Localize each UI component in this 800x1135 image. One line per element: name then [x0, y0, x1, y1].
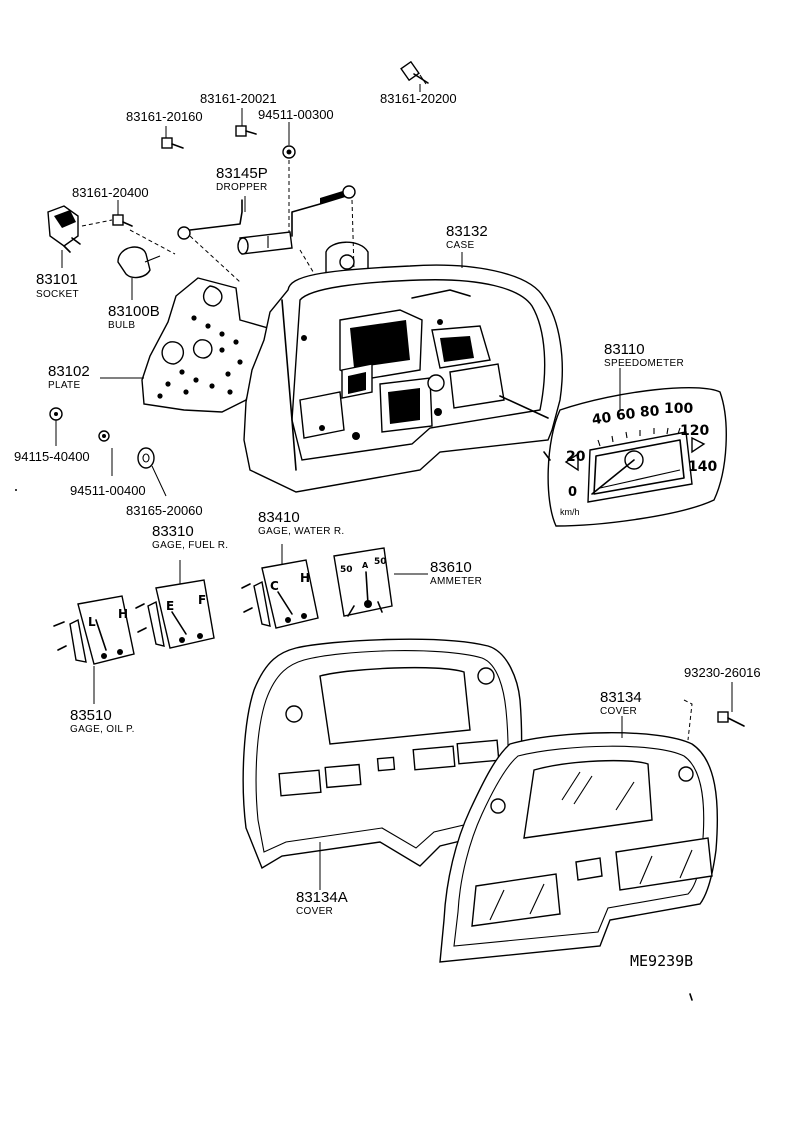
- ammeter-right-mark: 50: [374, 557, 387, 567]
- ammeter-left-mark: 50: [340, 565, 353, 575]
- part-name-gage-water: GAGE, WATER R.: [258, 526, 345, 537]
- washer-94511-00400: [98, 430, 110, 442]
- part-number-93230-26016: 93230-26016: [684, 665, 761, 680]
- gauge-oil-83510: [53, 595, 135, 665]
- cover-83134a: [242, 638, 523, 870]
- dial-mark-120: 120: [680, 423, 710, 439]
- part-name-case: CASE: [446, 240, 475, 251]
- part-number-83310: 83310: [152, 523, 194, 540]
- speedometer-83110: [547, 387, 727, 527]
- bulb-83100b: [117, 246, 161, 279]
- dial-mark-0: 0: [568, 485, 578, 500]
- fuel-gauge-empty: E: [166, 599, 175, 613]
- part-number-83165-20060: 83165-20060: [126, 503, 203, 518]
- dial-unit: km/h: [560, 507, 580, 517]
- part-number-83161-20400: 83161-20400: [72, 185, 149, 200]
- dial-mark-20: 20: [566, 449, 586, 465]
- part-number-83510: 83510: [70, 707, 112, 724]
- part-name-ammeter: AMMETER: [430, 576, 483, 587]
- part-name-gage-oil: GAGE, OIL P.: [70, 724, 135, 735]
- part-name-gage-fuel: GAGE, FUEL R.: [152, 540, 229, 551]
- gauge-fuel-83310: [135, 579, 215, 649]
- part-number-83102: 83102: [48, 363, 90, 380]
- part-number-83145p: 83145P: [216, 165, 268, 182]
- part-number-83161-20160: 83161-20160: [126, 109, 203, 124]
- fuel-gauge-full: F: [198, 593, 207, 607]
- screw-83161-20021: [235, 125, 257, 137]
- screw-83161-20400: [112, 214, 133, 227]
- dial-mark-100: 100: [664, 401, 694, 417]
- nut-94511-00300: [282, 145, 296, 159]
- water-gauge-cold: C: [270, 579, 279, 593]
- cover-83134: [439, 732, 719, 963]
- case-83132: [243, 241, 563, 493]
- dial-mark-40: 40: [590, 409, 613, 429]
- part-name-dropper: DROPPER: [216, 182, 268, 193]
- part-name-bulb: BULB: [108, 320, 136, 331]
- part-number-83610: 83610: [430, 559, 472, 576]
- ammeter-center-mark: A: [362, 561, 369, 570]
- part-name-socket: SOCKET: [36, 289, 79, 300]
- part-name-cover-a: COVER: [296, 906, 334, 917]
- part-number-83134a: 83134A: [296, 889, 348, 906]
- part-name-cover: COVER: [600, 706, 638, 717]
- oil-gauge-high: H: [118, 607, 129, 621]
- part-number-83161-20021: 83161-20021: [200, 91, 277, 106]
- part-number-94511-00400: 94511-00400: [70, 483, 146, 498]
- dial-mark-60: 60: [615, 406, 637, 424]
- socket-83101: [47, 205, 81, 253]
- part-number-83100b: 83100B: [108, 303, 160, 320]
- screw-83161-20160: [161, 137, 184, 149]
- dropper-83145p: [177, 185, 356, 255]
- part-number-94115-40400: 94115-40400: [14, 449, 90, 464]
- part-name-plate: PLATE: [48, 380, 81, 391]
- part-number-83110: 83110: [604, 341, 645, 358]
- oil-gauge-low: L: [88, 615, 96, 629]
- dial-mark-140: 140: [688, 459, 718, 475]
- screw-83161-20200: [400, 60, 429, 85]
- plate-83102: [141, 277, 283, 413]
- gauge-water-83410: [241, 559, 319, 629]
- dial-mark-80: 80: [639, 403, 661, 421]
- grommet-83165-20060: [137, 447, 155, 469]
- ammeter-83610: [333, 547, 393, 617]
- water-gauge-hot: H: [300, 571, 311, 585]
- part-number-83161-20200: 83161-20200: [380, 91, 457, 106]
- part-number-83101: 83101: [36, 271, 78, 288]
- part-name-speedometer: SPEEDOMETER: [604, 358, 684, 369]
- screw-93230-26016: [717, 711, 745, 727]
- reference-code: ME9239B: [630, 952, 694, 970]
- part-number-83134: 83134: [600, 689, 642, 706]
- part-number-94511-00300: 94511-00300: [258, 107, 334, 122]
- part-number-83132: 83132: [446, 223, 488, 240]
- part-number-83410: 83410: [258, 509, 300, 526]
- nut-94115-40400: [49, 407, 63, 421]
